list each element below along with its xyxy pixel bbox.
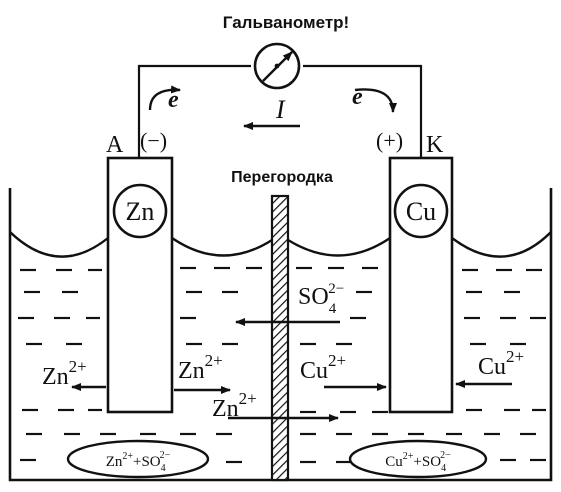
current-label: I <box>275 95 286 124</box>
copper-electrode-label: Cu <box>406 197 436 226</box>
electron-left-label: e <box>168 87 179 113</box>
zinc-ion-left-label: Zn2+ <box>42 357 87 390</box>
zinc-electrode-badge <box>112 183 168 239</box>
electrolyte-dashes <box>18 266 546 464</box>
zinc-electrode-label: Zn <box>126 197 155 226</box>
zinc-ion-center-label: Zn2+ <box>178 351 223 384</box>
anode-label: A <box>106 132 124 158</box>
circuit-wire <box>137 64 251 158</box>
copper-solution-label: Cu2++SO42− <box>385 450 451 474</box>
zinc-solution-ellipse <box>66 439 210 479</box>
copper-ion-right-label: Cu2+ <box>478 347 524 380</box>
anode-sign: (−) <box>140 128 167 153</box>
zinc-solution-label: Zn2++SO42− <box>106 450 171 474</box>
cathode-label: K <box>426 132 444 158</box>
copper-electrode-badge <box>393 183 449 239</box>
circuit-wire-right <box>303 64 423 158</box>
electron-flow-right-arrow <box>354 88 397 113</box>
partition-label: Перегородка <box>231 169 333 186</box>
electrolyte-surface <box>9 231 552 258</box>
electron-right-label: e <box>352 84 363 110</box>
electron-flow-left-arrow <box>148 85 181 111</box>
cathode-sign: (+) <box>376 128 403 153</box>
galvanometer-label: Гальванометр! <box>223 13 349 32</box>
copper-solution-ellipse <box>348 439 488 479</box>
sulfate-ion-label: SO42− <box>298 281 344 317</box>
copper-ion-center-label: Cu2+ <box>300 351 346 384</box>
galvanometer-dial-icon <box>253 42 301 90</box>
porous-partition <box>270 194 290 482</box>
